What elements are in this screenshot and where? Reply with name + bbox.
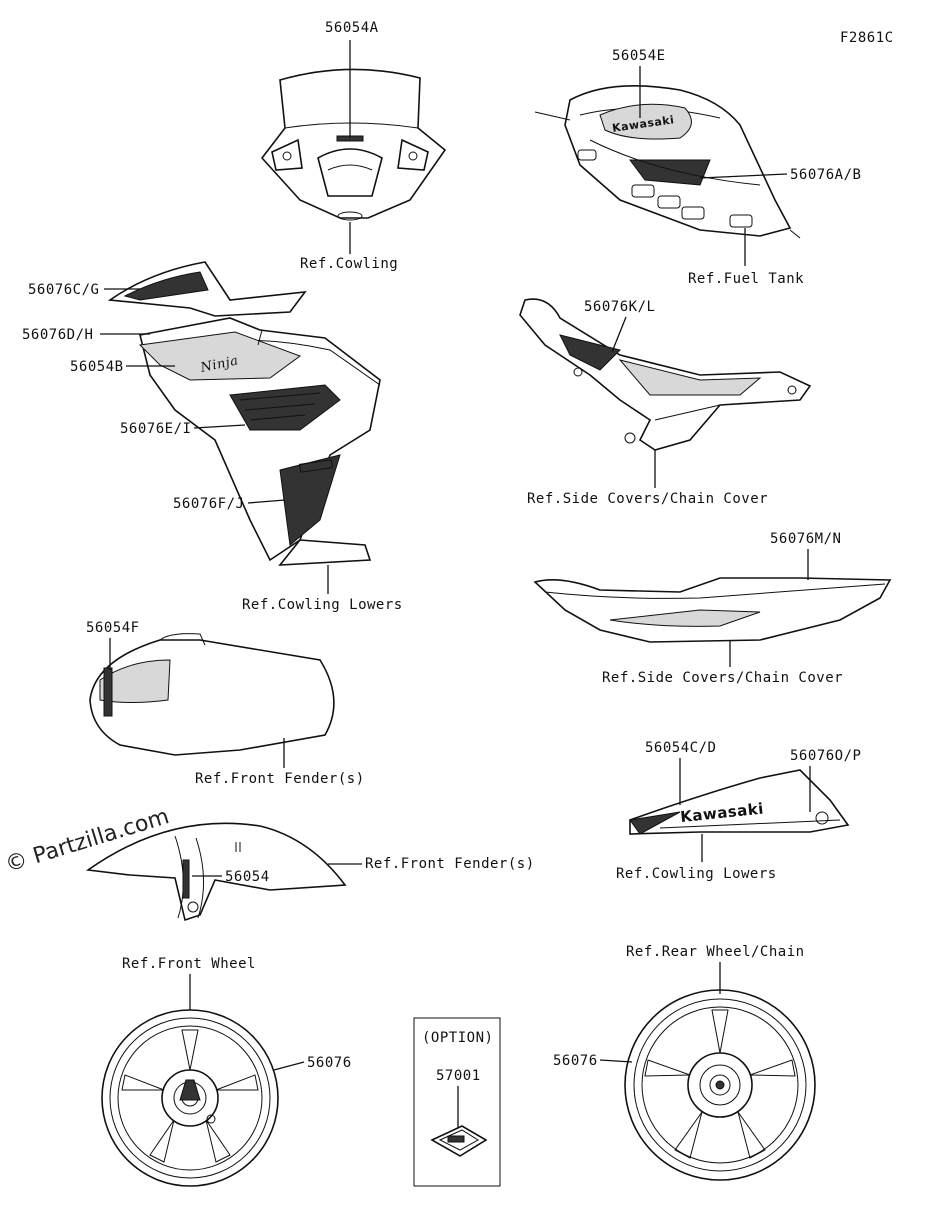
label-ref-cowling: Ref.Cowling bbox=[300, 256, 398, 272]
label-ref-side-covers-1: Ref.Side Covers/Chain Cover bbox=[527, 491, 768, 507]
label-56076KL: 56076K/L bbox=[584, 299, 655, 315]
windscreen-cowling bbox=[260, 68, 447, 221]
option-box bbox=[413, 1017, 501, 1187]
label-56076FJ: 56076F/J bbox=[173, 496, 244, 512]
front-fender bbox=[85, 822, 347, 922]
rear-fender-decal bbox=[103, 667, 113, 717]
label-ref-cowling-lowers-2: Ref.Cowling Lowers bbox=[616, 866, 777, 882]
label-56076CG: 56076C/G bbox=[28, 282, 99, 298]
label-56054A: 56054A bbox=[325, 20, 379, 36]
label-56076EI: 56076E/I bbox=[120, 421, 191, 437]
lower-cowl-kawasaki: Kawasaki bbox=[629, 769, 850, 835]
label-ref-rear-wheel: Ref.Rear Wheel/Chain bbox=[626, 944, 805, 960]
rear-wheel bbox=[624, 989, 816, 1181]
figure-code: F2861C bbox=[840, 30, 894, 46]
label-ref-front-fender-2: Ref.Front Fender(s) bbox=[365, 856, 535, 872]
label-56076MN: 56076M/N bbox=[770, 531, 841, 547]
label-56076-front: 56076 bbox=[307, 1055, 352, 1071]
label-56076OP: 56076O/P bbox=[790, 748, 861, 764]
label-56076DH: 56076D/H bbox=[22, 327, 93, 343]
label-56054: 56054 bbox=[225, 869, 270, 885]
label-56076AB: 56076A/B bbox=[790, 167, 861, 183]
side-fairing: Ninja bbox=[107, 261, 381, 566]
label-56054F: 56054F bbox=[86, 620, 140, 636]
tail-side-cover bbox=[533, 577, 892, 643]
front-fender-decal bbox=[182, 859, 190, 899]
label-56054B: 56054B bbox=[70, 359, 124, 375]
label-56054CD: 56054C/D bbox=[645, 740, 716, 756]
label-57001: 57001 bbox=[436, 1068, 481, 1084]
label-ref-cowling-lowers-1: Ref.Cowling Lowers bbox=[242, 597, 403, 613]
rear-fender bbox=[89, 633, 335, 756]
front-wheel bbox=[101, 1009, 279, 1187]
fuel-tank: Kawasaki bbox=[534, 84, 801, 239]
seat-side-cover bbox=[519, 298, 812, 451]
label-56076-rear: 56076 bbox=[553, 1053, 598, 1069]
label-ref-side-covers-2: Ref.Side Covers/Chain Cover bbox=[602, 670, 843, 686]
label-ref-front-wheel: Ref.Front Wheel bbox=[122, 956, 256, 972]
label-ref-front-fender-1: Ref.Front Fender(s) bbox=[195, 771, 365, 787]
label-56054E: 56054E bbox=[612, 48, 666, 64]
label-ref-fuel-tank: Ref.Fuel Tank bbox=[688, 271, 804, 287]
label-option: (OPTION) bbox=[422, 1030, 493, 1046]
